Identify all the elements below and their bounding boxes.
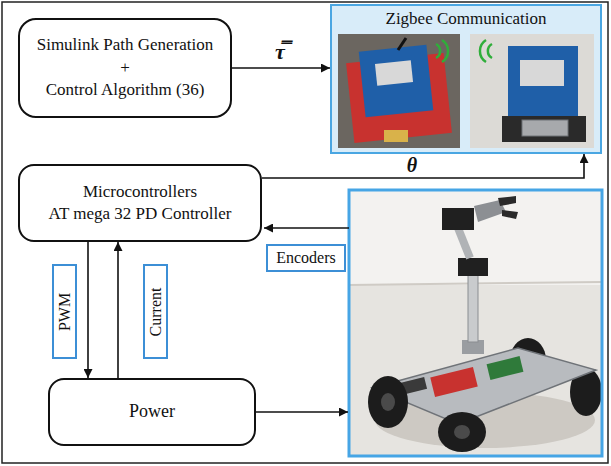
- power-box: Power: [48, 378, 256, 446]
- xbee-adapter: [502, 116, 586, 142]
- xbee-module: [359, 45, 434, 118]
- signal-symbol: θ: [405, 154, 419, 176]
- gripper-claw: [502, 210, 518, 219]
- photo-wall: [349, 190, 602, 285]
- panel-heading: Zigbee Communication: [386, 9, 547, 29]
- node-text: Current: [146, 287, 165, 336]
- photo-ground: [338, 34, 460, 148]
- robot-board: [430, 367, 478, 397]
- usb-port: [384, 130, 408, 142]
- robot-photo: [349, 190, 602, 456]
- connector-arrow: [262, 154, 584, 178]
- signal-waves: [480, 40, 492, 62]
- arm-link: [458, 228, 470, 258]
- node-text: PWM: [55, 292, 74, 330]
- robot-wheel: [438, 412, 486, 452]
- db9-connector: [522, 120, 568, 136]
- photo-ground: [470, 34, 594, 148]
- signal-symbol: τ̿: [273, 40, 287, 64]
- connector-arrow: [117, 242, 119, 378]
- gripper-claw: [498, 196, 516, 206]
- signal-waves: [436, 40, 448, 62]
- signal-tag: Encoders: [266, 244, 346, 272]
- node-text: +: [120, 58, 130, 78]
- arm-tube: [468, 272, 478, 342]
- xbee-module: [508, 46, 578, 118]
- connector-arrow: [87, 242, 89, 378]
- connector-arrow: [232, 67, 330, 69]
- robot-board: [487, 356, 524, 380]
- xbee-antenna: [398, 38, 406, 50]
- xbee-shield: [520, 60, 564, 86]
- signal-tag: PWM: [52, 264, 77, 359]
- robot-photo-frame: [349, 190, 602, 456]
- node-text: Simulink Path Generation: [37, 35, 214, 55]
- communication-panel: Zigbee Communication: [330, 4, 602, 154]
- node-text: Control Algorithm (36): [46, 80, 205, 100]
- node-text: Power: [129, 401, 175, 423]
- robot-wheel: [368, 376, 408, 428]
- photo-floor: [349, 190, 602, 456]
- arm-servo: [458, 258, 488, 276]
- node-text: AT mega 32 PD Controller: [49, 204, 232, 224]
- robot-hub: [381, 393, 395, 411]
- signal-tag: Current: [143, 264, 168, 359]
- node-text: Microcontrollers: [83, 182, 197, 202]
- robot-hub: [454, 425, 470, 439]
- arm-servo: [442, 208, 474, 230]
- power-arrow: [256, 411, 348, 413]
- controller-box: MicrocontrollersAT mega 32 PD Controller: [18, 164, 262, 242]
- encoder-arrow: [264, 227, 349, 229]
- node-text: Encoders: [276, 248, 336, 267]
- process-box: Simulink Path Generation +Control Algorit…: [18, 18, 232, 118]
- xbee-shield: [375, 60, 413, 86]
